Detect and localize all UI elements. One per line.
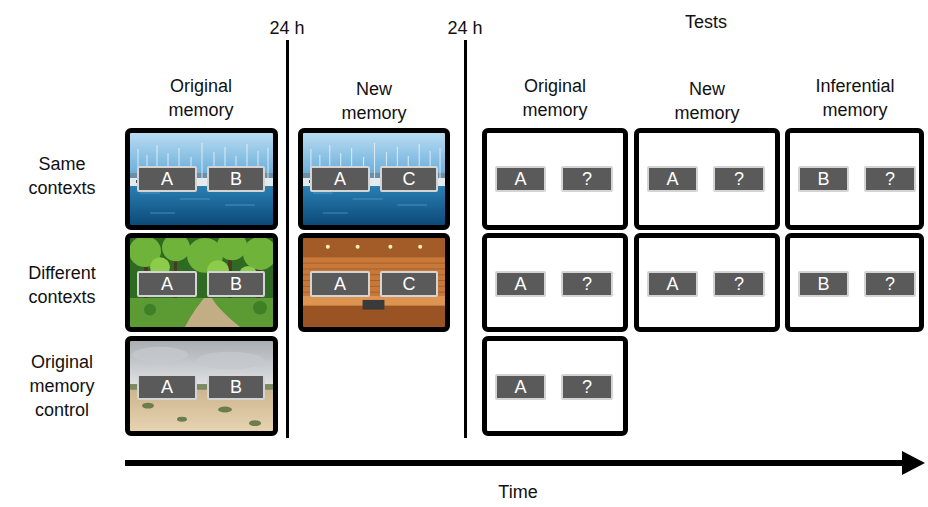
test-frame: A?: [634, 128, 780, 230]
cue-letter: A: [666, 274, 678, 294]
cue-letter: B: [230, 377, 242, 397]
cue-letter: C: [403, 169, 416, 189]
cue-letter: B: [817, 274, 829, 294]
test-frame: A?: [482, 128, 628, 230]
cue-box: A: [647, 166, 698, 192]
cue-letter: ?: [885, 274, 895, 294]
cue-letter: A: [161, 274, 173, 294]
cue-box: ?: [561, 374, 613, 400]
sauna-photo: [303, 238, 445, 327]
cue-box: B: [207, 374, 265, 400]
cue-box: ?: [864, 271, 916, 297]
cue-box: B: [798, 166, 849, 192]
cue-box: ?: [864, 166, 916, 192]
cue-letter: A: [514, 169, 526, 189]
harbor-photo: [130, 133, 273, 225]
cue-box: B: [207, 166, 265, 192]
column-heading: New memory: [329, 77, 419, 125]
cue-letter: ?: [885, 169, 895, 189]
axis-label: Time: [478, 481, 558, 503]
cue-letter: B: [230, 169, 242, 189]
cue-letter: A: [666, 169, 678, 189]
row-label: Same contexts: [17, 152, 107, 200]
cue-box: B: [798, 271, 849, 297]
test-frame: B?: [785, 233, 924, 332]
time-arrow-shaft: [125, 460, 905, 466]
row-label: Original memory control: [17, 350, 107, 422]
cue-letter: ?: [582, 377, 592, 397]
test-frame: A?: [482, 233, 628, 332]
cue-box: A: [137, 374, 197, 400]
cue-box: ?: [561, 166, 613, 192]
cue-letter: A: [334, 274, 346, 294]
column-heading: New memory: [662, 77, 752, 125]
cue-box: A: [137, 166, 197, 192]
cue-box: ?: [713, 166, 765, 192]
test-frame: A?: [482, 336, 628, 436]
context-frame: AB: [125, 128, 278, 230]
cue-box: A: [310, 271, 370, 297]
cue-letter: ?: [734, 169, 744, 189]
cue-box: ?: [713, 271, 765, 297]
beach-photo: [130, 341, 273, 431]
row-label: Different contexts: [17, 261, 107, 309]
test-frame: A?: [634, 233, 780, 332]
cue-letter: A: [514, 377, 526, 397]
forest-photo: [129, 231, 277, 327]
cue-box: A: [495, 271, 546, 297]
interval-label: 24 h: [435, 16, 495, 40]
cue-letter: ?: [582, 274, 592, 294]
section-heading: Tests: [646, 10, 766, 34]
column-heading: Original memory: [510, 74, 600, 122]
cue-box: A: [310, 166, 370, 192]
cue-letter: C: [403, 274, 416, 294]
context-frame: AB: [125, 233, 278, 332]
cue-box: C: [380, 166, 438, 192]
cue-box: A: [495, 166, 546, 192]
context-frame: AC: [298, 233, 450, 332]
column-heading: Original memory: [156, 74, 246, 122]
cue-box: A: [647, 271, 698, 297]
cue-letter: A: [161, 377, 173, 397]
cue-letter: B: [817, 169, 829, 189]
cue-letter: B: [230, 274, 242, 294]
cue-letter: ?: [582, 169, 592, 189]
cue-box: C: [380, 271, 438, 297]
cue-box: A: [495, 374, 546, 400]
context-frame: AC: [298, 128, 450, 230]
cue-letter: A: [514, 274, 526, 294]
context-frame: AB: [125, 336, 278, 436]
interval-line: [464, 40, 467, 438]
cue-box: ?: [561, 271, 613, 297]
interval-label: 24 h: [257, 16, 317, 40]
cue-letter: A: [334, 169, 346, 189]
interval-line: [286, 40, 289, 438]
cue-box: B: [207, 271, 265, 297]
test-frame: B?: [785, 128, 924, 230]
time-arrow-head: [902, 451, 925, 475]
harbor-photo: [303, 133, 445, 225]
column-heading: Inferential memory: [805, 74, 905, 122]
cue-box: A: [137, 271, 197, 297]
cue-letter: ?: [734, 274, 744, 294]
cue-letter: A: [161, 169, 173, 189]
